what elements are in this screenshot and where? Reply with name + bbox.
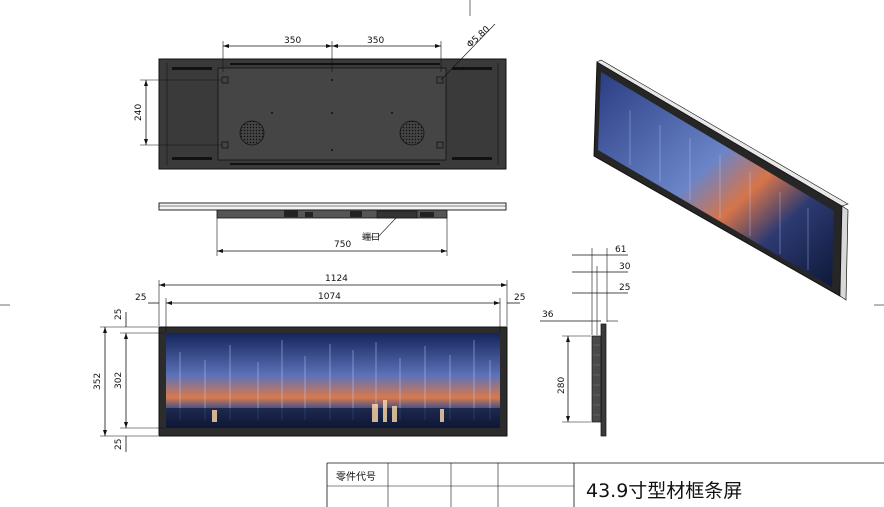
port-label: 端口 bbox=[362, 231, 380, 243]
dim-mount-height: 240 bbox=[134, 104, 144, 121]
dim-mount-spacing-right: 350 bbox=[367, 36, 384, 46]
dim-bracket-width: 750 bbox=[334, 240, 351, 250]
title-block: 零件代号 43.9寸型材框条屏 bbox=[326, 462, 884, 507]
isometric-view bbox=[593, 59, 849, 301]
dim-hole-diameter: Φ5.80 bbox=[465, 24, 492, 50]
dim-bezel-top: 25 bbox=[114, 309, 124, 320]
top-view: 750 端口 bbox=[158, 202, 507, 256]
side-view: 61 30 25 36 280 bbox=[540, 245, 631, 437]
product-name: 43.9寸型材框条屏 bbox=[586, 480, 742, 502]
dim-total-depth: 61 bbox=[615, 245, 626, 255]
dim-overall-width: 1124 bbox=[325, 274, 348, 284]
dim-bezel-bottom: 25 bbox=[114, 439, 124, 450]
dim-bezel-right: 25 bbox=[514, 293, 525, 303]
dim-overall-height: 352 bbox=[93, 373, 103, 390]
dim-bezel-left: 25 bbox=[135, 293, 146, 303]
dim-bracket-height: 280 bbox=[557, 377, 567, 394]
front-view: 1124 1074 25 25 352 302 25 25 bbox=[93, 274, 525, 452]
side-panel bbox=[600, 323, 607, 437]
top-bracket bbox=[216, 209, 448, 219]
dim-display-height: 302 bbox=[114, 372, 124, 389]
dim-mid-depth: 30 bbox=[619, 262, 631, 272]
iso-screen bbox=[598, 72, 834, 287]
dim-bezel-depth: 25 bbox=[619, 283, 630, 293]
dim-bracket-offset: 36 bbox=[542, 310, 554, 320]
top-housing bbox=[158, 202, 507, 211]
mount-hole bbox=[436, 76, 444, 84]
speaker-left bbox=[239, 120, 265, 146]
dim-display-width: 1074 bbox=[318, 292, 341, 302]
speaker-right bbox=[399, 120, 425, 146]
mount-hole bbox=[436, 141, 444, 149]
dim-mount-spacing-left: 350 bbox=[284, 36, 301, 46]
vent-slots bbox=[172, 63, 492, 165]
back-view: 350 350 Φ5.80 240 bbox=[134, 23, 507, 170]
side-bracket bbox=[591, 335, 602, 423]
part-code-label: 零件代号 bbox=[336, 471, 376, 483]
